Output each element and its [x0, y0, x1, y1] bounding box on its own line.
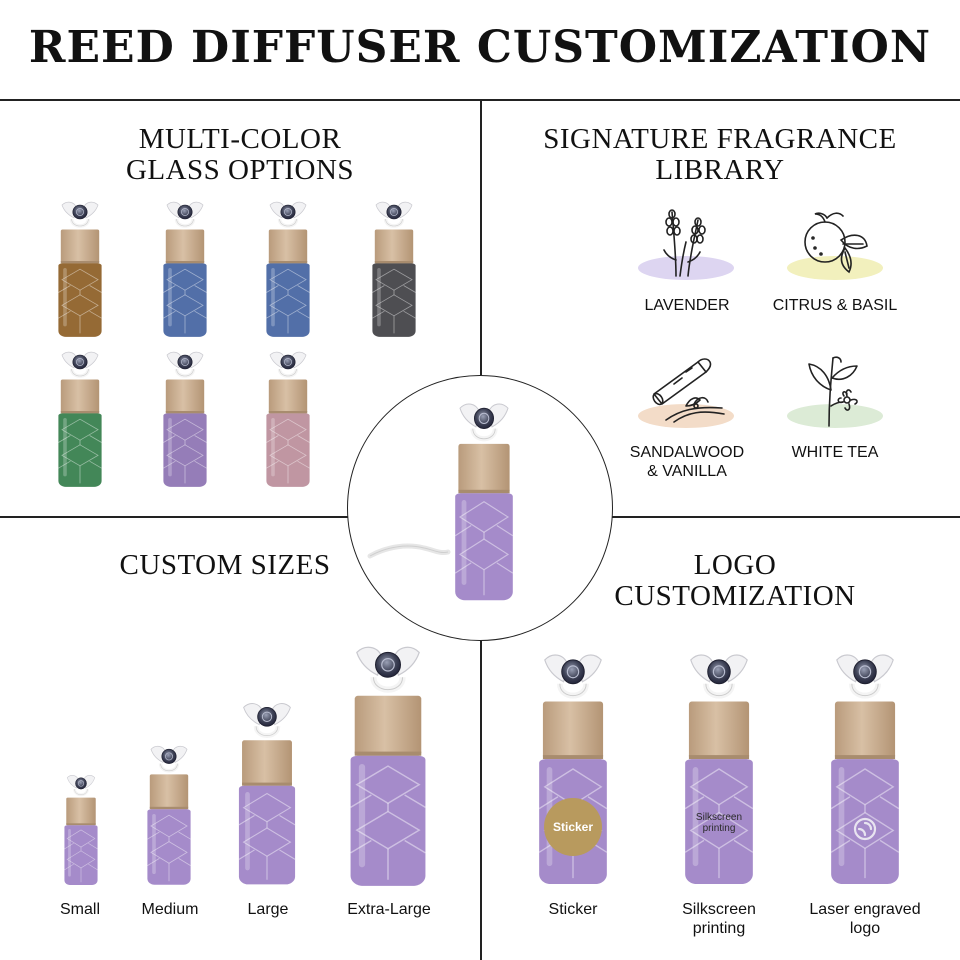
featured-bottle: [444, 398, 524, 602]
title-line: SIGNATURE FRAGRANCE: [543, 123, 897, 155]
glass-bottle-amber: [50, 198, 110, 338]
label-line: printing: [692, 920, 746, 937]
glass-bottle-green: [50, 348, 110, 488]
label-line: Laser engraved: [809, 901, 921, 918]
logo-label-silkscreen: Silkscreen printing: [664, 900, 774, 938]
white-tea-icon: [783, 350, 883, 430]
fragrance-label-lavender: LAVENDER: [644, 297, 730, 314]
glass-bottle-purple: [155, 348, 215, 488]
logo-label-sticker: Sticker: [548, 901, 598, 918]
page-title: REED DIFFUSER CUSTOMIZATION: [28, 22, 932, 73]
print-line: printing: [702, 823, 736, 834]
lavender-icon: [636, 200, 736, 280]
label-line: & VANILLA: [647, 463, 727, 480]
print-line: Silkscreen: [695, 812, 743, 823]
bottle-size-small: [58, 772, 104, 886]
glass-bottle-black: [364, 198, 424, 338]
glass-bottle-pink: [258, 348, 318, 488]
logo-label-laser: Laser engraved logo: [795, 900, 935, 938]
bottle-size-extra-large: [336, 640, 440, 888]
section-title-sizes: CUSTOM SIZES: [119, 549, 331, 581]
title-line: MULTI-COLOR: [138, 123, 342, 155]
divider-vertical-bottom: [480, 641, 482, 960]
bottle-size-medium: [139, 742, 199, 886]
section-title-fragrance: SIGNATURE FRAGRANCE LIBRARY: [500, 124, 940, 186]
sandalwood-vanilla-icon: [636, 350, 736, 430]
label-line: SANDALWOOD: [629, 444, 745, 461]
size-label-large: Large: [247, 901, 289, 918]
section-title-logo: LOGO CUSTOMIZATION: [570, 550, 900, 612]
glass-bottle-blue: [155, 198, 215, 338]
label-line: logo: [849, 920, 881, 937]
title-line: CUSTOMIZATION: [614, 580, 856, 612]
size-label-medium: Medium: [141, 901, 199, 918]
divider-vertical-top: [480, 99, 482, 375]
label-line: Silkscreen: [682, 901, 756, 918]
bottle-logo-silkscreen: [672, 648, 766, 886]
title-line: LOGO: [693, 549, 777, 581]
bottle-size-large: [228, 698, 306, 886]
glass-bottle-blue: [258, 198, 318, 338]
size-label-small: Small: [59, 901, 100, 918]
hanging-cord: [367, 543, 451, 559]
laser-engraved-logo-icon: [852, 816, 878, 842]
title-line: LIBRARY: [655, 154, 785, 186]
silkscreen-print: Silkscreen printing: [684, 812, 754, 834]
bottle-logo-laser: [818, 648, 912, 886]
size-label-extra-large: Extra-Large: [347, 901, 431, 918]
fragrance-label-citrus-basil: CITRUS & BASIL: [772, 297, 898, 314]
section-title-glass: MULTI-COLOR GLASS OPTIONS: [40, 124, 440, 186]
title-line: GLASS OPTIONS: [125, 154, 355, 186]
fragrance-label-white-tea: WHITE TEA: [791, 444, 879, 461]
sticker-badge-text: Sticker: [552, 820, 594, 834]
citrus-basil-icon: [783, 200, 883, 280]
sticker-badge: Sticker: [544, 798, 602, 856]
fragrance-label-sandalwood-vanilla: SANDALWOOD & VANILLA: [612, 443, 762, 481]
